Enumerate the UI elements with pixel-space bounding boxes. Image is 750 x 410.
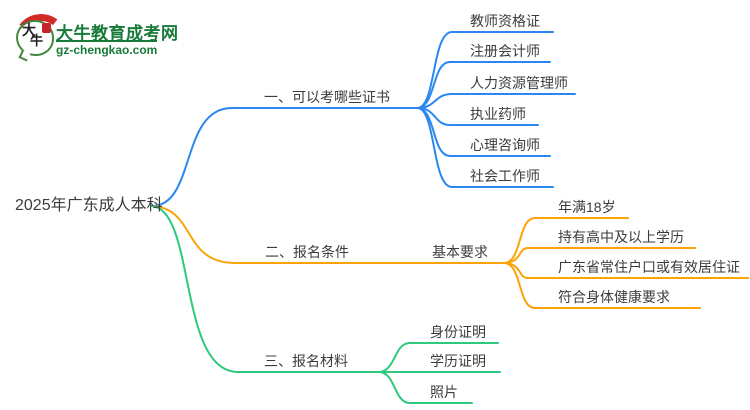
root-node[interactable]: 2025年广东成人本科 xyxy=(15,197,163,214)
branch1-item-cpa[interactable]: 注册会计师 xyxy=(470,43,540,59)
branch1-item1-line xyxy=(417,31,554,109)
branch2-sublabel-basic-requirements[interactable]: 基本要求 xyxy=(432,244,488,260)
branch1-item2-line xyxy=(417,61,551,109)
branch1-item-counselor[interactable]: 心理咨询师 xyxy=(470,137,540,153)
branch2-item-residence[interactable]: 广东省常住户口或有效居住证 xyxy=(558,259,740,275)
branch2-item-highschool-diploma[interactable]: 持有高中及以上学历 xyxy=(558,229,684,245)
branch2-item-age18[interactable]: 年满18岁 xyxy=(558,199,616,215)
logo-character-bottom: 牛 xyxy=(30,33,44,48)
branch1-item4-line xyxy=(417,107,539,126)
branch3-item-photo[interactable]: 照片 xyxy=(430,384,458,400)
branch2-main-line xyxy=(151,205,506,264)
logo-red-seal-icon xyxy=(42,23,51,33)
branch1-item-pharmacist[interactable]: 执业药师 xyxy=(470,106,526,122)
site-logo[interactable]: 大 牛 大牛教育成考网 gz-chengkao.com xyxy=(10,10,184,72)
site-domain: gz-chengkao.com xyxy=(56,40,158,57)
branch3-main-line xyxy=(151,205,381,373)
branch2-item4-line xyxy=(504,262,701,309)
logo-character-top: 大 xyxy=(22,22,36,38)
branch1-connectors xyxy=(151,31,576,207)
branch2-label[interactable]: 二、报名条件 xyxy=(265,244,349,260)
branch3-item3-line xyxy=(379,371,473,404)
branch1-item-hr-manager[interactable]: 人力资源管理师 xyxy=(470,75,568,91)
branch3-item-id-proof[interactable]: 身份证明 xyxy=(430,324,486,340)
branch1-item-social-worker[interactable]: 社会工作师 xyxy=(470,168,540,184)
branch2-item1-line xyxy=(504,217,629,264)
branch3-item1-line xyxy=(379,342,499,373)
branch2-item2-line xyxy=(504,247,696,264)
branch1-item6-line xyxy=(417,107,554,188)
branch2-connectors xyxy=(151,205,749,309)
branch1-main-line xyxy=(151,107,419,207)
branch1-item-teacher-cert[interactable]: 教师资格证 xyxy=(470,13,540,29)
branch3-connectors xyxy=(151,205,501,404)
branch1-label[interactable]: 一、可以考哪些证书 xyxy=(264,89,390,105)
branch2-item-health[interactable]: 符合身体健康要求 xyxy=(558,289,670,305)
site-title: 大牛教育成考网 xyxy=(56,24,179,43)
branch3-label[interactable]: 三、报名材料 xyxy=(264,353,348,369)
branch3-item-education-proof[interactable]: 学历证明 xyxy=(430,353,486,369)
